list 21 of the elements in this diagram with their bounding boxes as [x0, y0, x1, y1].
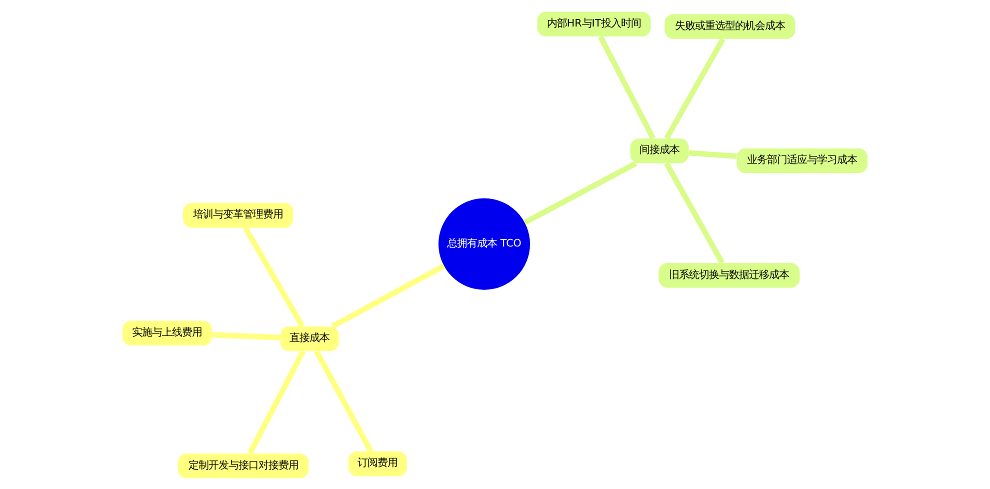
connector — [331, 262, 446, 328]
connector — [314, 349, 374, 452]
node-box: 直接成本 — [280, 326, 339, 351]
node-box: 实施与上线费用 — [122, 320, 212, 345]
connector — [523, 160, 638, 224]
connector — [664, 161, 725, 264]
node-circle: 总拥有成本 TCO — [438, 198, 530, 290]
node-box: 间接成本 — [630, 138, 689, 163]
node-box: 订阅费用 — [348, 450, 407, 476]
connector — [664, 37, 726, 140]
connector — [598, 34, 656, 139]
node-box: 旧系统切换与数据迁移成本 — [658, 262, 800, 288]
node-box: 定制开发与接口对接费用 — [178, 452, 309, 478]
node-box: 失败或重选型的机会成本 — [664, 14, 796, 38]
node-box: 内部HR与IT投入时间 — [537, 11, 651, 36]
connector — [247, 349, 306, 454]
connector — [212, 332, 280, 340]
node-box: 培训与变革管理费用 — [183, 202, 294, 228]
connector — [243, 226, 305, 328]
node-box: 业务部门适应与学习成本 — [736, 148, 868, 173]
connector — [688, 150, 737, 158]
